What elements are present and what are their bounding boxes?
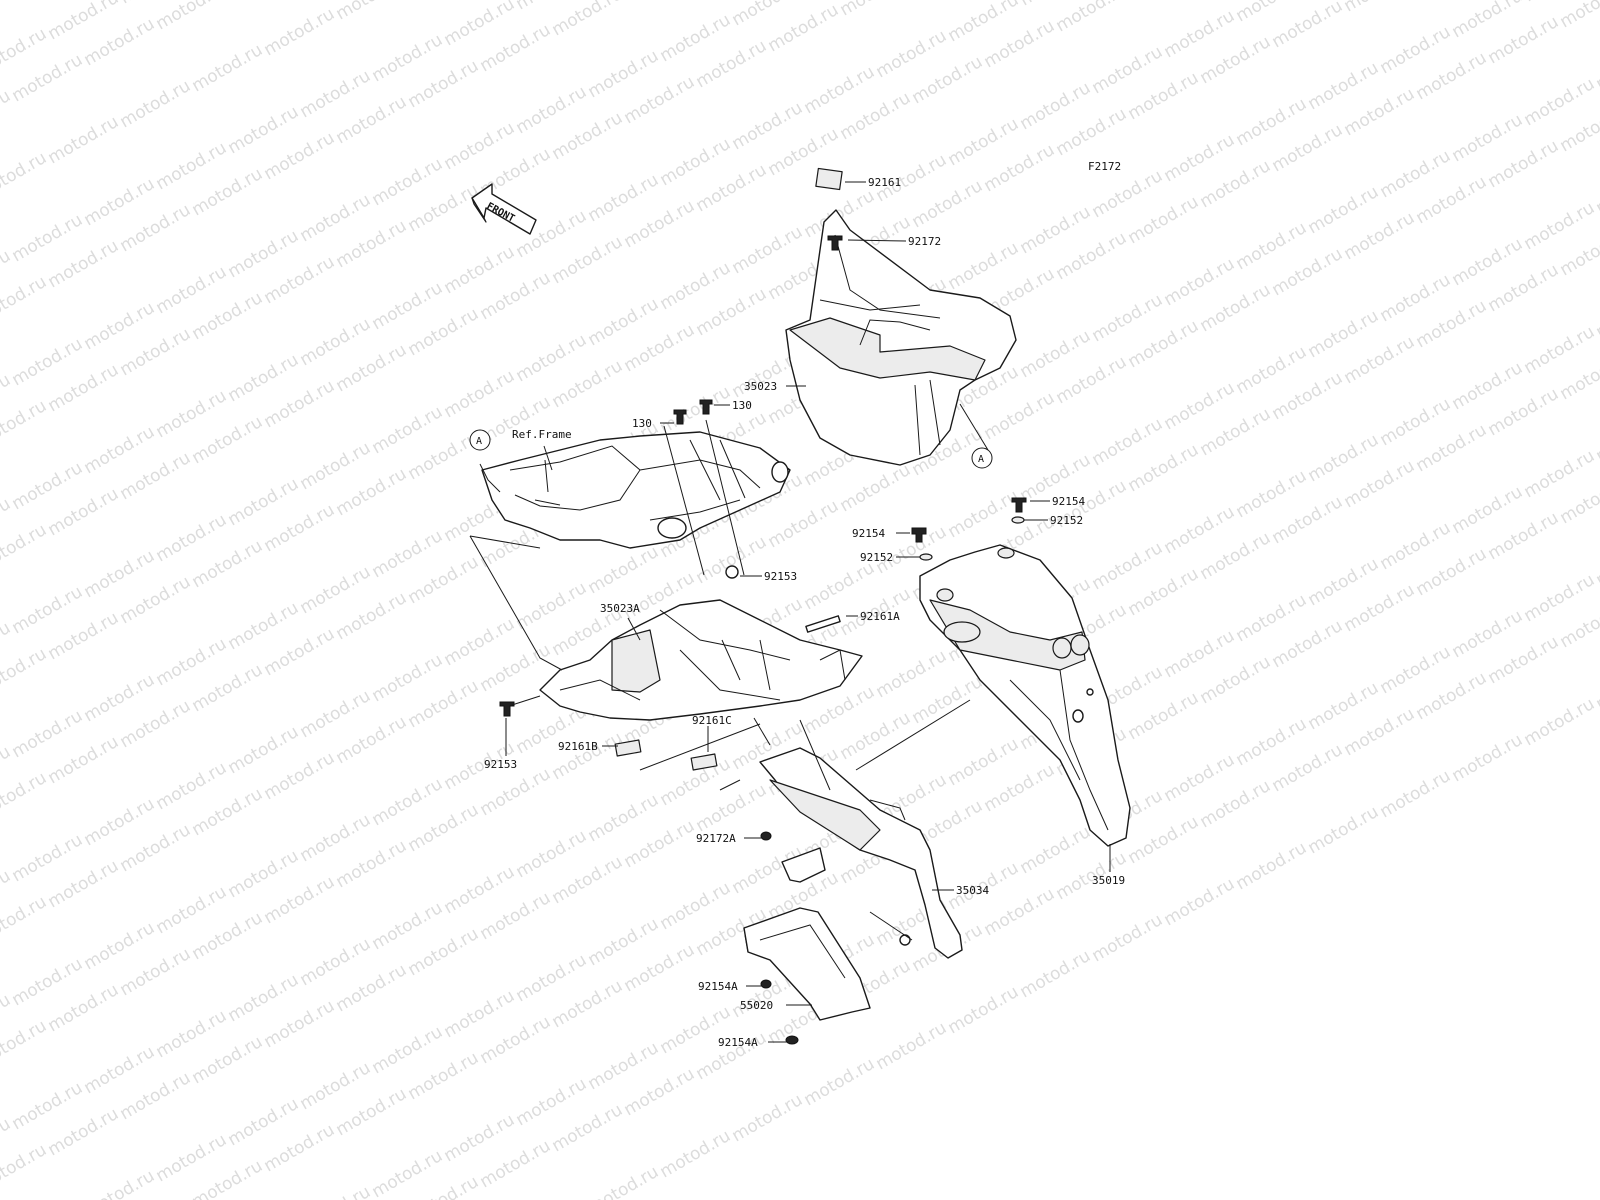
plate-55020 bbox=[743, 907, 871, 1021]
leader-lines bbox=[469, 181, 1111, 1043]
label-35023: 35023 bbox=[744, 380, 777, 393]
bolt-92154-icon bbox=[1011, 497, 1027, 513]
watermark-text: motod.ru bbox=[261, 4, 339, 60]
label-92161a: 92161A bbox=[860, 610, 900, 623]
bolt-92153-icon bbox=[499, 701, 515, 717]
label-92161: 92161 bbox=[868, 176, 901, 189]
hardware bbox=[499, 235, 1027, 1045]
watermark-text: motod.ru bbox=[0, 892, 50, 948]
rear-fender-35019 bbox=[919, 544, 1131, 847]
front-arrow-icon: FRONT bbox=[471, 183, 537, 235]
seat-tray-35023a bbox=[539, 565, 863, 721]
label-130-right: 130 bbox=[732, 399, 752, 412]
watermark-text: motod.ru bbox=[1089, 910, 1167, 966]
bolt-92172a-icon bbox=[760, 831, 772, 841]
label-92153-bottom: 92153 bbox=[484, 758, 517, 771]
callout-a-left: A bbox=[469, 429, 491, 451]
bolt-130-icon bbox=[673, 409, 687, 425]
watermark-text: motod.ru bbox=[0, 1016, 50, 1072]
watermark-text: motod.ru bbox=[297, 1182, 375, 1200]
watermark-text: motod.ru bbox=[621, 0, 699, 4]
watermark-text: motod.ru bbox=[1557, 0, 1600, 32]
watermark-text: motod.ru bbox=[0, 768, 50, 824]
watermark-text: motod.ru bbox=[1449, 730, 1527, 786]
callout-a-right: A bbox=[971, 447, 993, 469]
bolt-92154-icon bbox=[911, 527, 927, 543]
watermark-text: motod.ru bbox=[837, 0, 915, 20]
bracket-35034 bbox=[759, 747, 963, 959]
watermark-text: motod.ru bbox=[0, 272, 50, 328]
watermark-text: motod.ru bbox=[1377, 766, 1455, 822]
watermark-text: motod.ru bbox=[873, 1018, 951, 1074]
label-92172a: 92172A bbox=[696, 832, 736, 845]
watermark-text: motod.ru bbox=[801, 1054, 879, 1110]
label-92161c: 92161C bbox=[692, 714, 732, 727]
label-92154a-top: 92154A bbox=[698, 980, 738, 993]
watermark-text: motod.ru bbox=[81, 1166, 159, 1200]
rear-frame bbox=[481, 431, 791, 549]
watermark-text: motod.ru bbox=[1053, 0, 1131, 36]
watermark-text: motod.ru bbox=[0, 1140, 50, 1196]
pad-92161a-icon bbox=[805, 615, 841, 633]
diagram-code: F2172 bbox=[1088, 160, 1121, 173]
watermark-text: motod.ru bbox=[0, 644, 50, 700]
label-92154-mid: 92154 bbox=[852, 527, 885, 540]
watermark-text: motod.ru bbox=[1269, 0, 1347, 52]
watermark-text: motod.ru bbox=[117, 76, 195, 132]
watermark-text: motod.ru bbox=[1521, 694, 1599, 750]
watermark-text: motod.ru bbox=[45, 112, 123, 168]
svg-text:A: A bbox=[978, 454, 984, 465]
washer-92152-icon bbox=[919, 553, 933, 561]
watermark-text: motod.ru bbox=[189, 40, 267, 96]
watermark-text: motod.ru bbox=[0, 148, 50, 204]
pad-92161b-icon bbox=[614, 739, 642, 757]
watermark-text: motod.ru bbox=[0, 396, 50, 452]
ref-frame-label: Ref.Frame bbox=[512, 428, 572, 441]
bolt-92172-icon bbox=[827, 235, 843, 251]
pad-92161c-icon bbox=[690, 753, 718, 771]
label-92153-top: 92153 bbox=[764, 570, 797, 583]
label-35023a: 35023A bbox=[600, 602, 640, 615]
label-92172: 92172 bbox=[908, 235, 941, 248]
label-92161b: 92161B bbox=[558, 740, 598, 753]
watermark-text: motod.ru bbox=[585, 1162, 663, 1200]
watermark-text: motod.ru bbox=[333, 0, 411, 24]
watermark-text: motod.ru bbox=[549, 0, 627, 40]
watermark-text: motod.ru bbox=[729, 1090, 807, 1146]
label-55020: 55020 bbox=[740, 999, 773, 1012]
label-92152-top: 92152 bbox=[1050, 514, 1083, 527]
label-130-left: 130 bbox=[632, 417, 652, 430]
watermark-text: motod.ru bbox=[1233, 838, 1311, 894]
label-92152-mid: 92152 bbox=[860, 551, 893, 564]
label-92154a-bottom: 92154A bbox=[718, 1036, 758, 1049]
watermark-text: motod.ru bbox=[657, 1126, 735, 1182]
label-92154-top: 92154 bbox=[1052, 495, 1085, 508]
watermark-text: motod.ru bbox=[1017, 946, 1095, 1002]
rear-cover-35023 bbox=[785, 167, 1017, 466]
label-35019: 35019 bbox=[1092, 874, 1125, 887]
watermark-text: motod.ru bbox=[1341, 0, 1419, 16]
nut-92154a-icon bbox=[785, 1035, 799, 1045]
watermark-text: motod.ru bbox=[153, 0, 231, 34]
watermark-text: motod.ru bbox=[1161, 874, 1239, 930]
watermark-text: motod.ru bbox=[1305, 802, 1383, 858]
washer-92152-icon bbox=[1011, 516, 1025, 524]
nut-92154a-icon bbox=[760, 979, 772, 989]
watermark-text: motod.ru bbox=[369, 1146, 447, 1200]
watermark-text: motod.ru bbox=[0, 520, 50, 576]
label-35034: 35034 bbox=[956, 884, 989, 897]
svg-text:A: A bbox=[476, 436, 482, 447]
watermark-text: motod.ru bbox=[945, 982, 1023, 1038]
bolt-130-icon bbox=[699, 399, 713, 415]
